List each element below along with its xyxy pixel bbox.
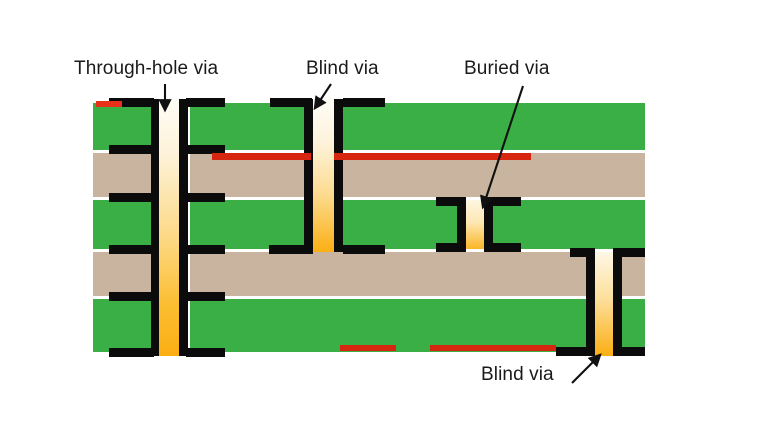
bvb-pad-l-top: [570, 248, 595, 257]
bvt-pad-l-bot: [269, 245, 313, 254]
thv-pad-l3-bot: [109, 245, 154, 254]
thv-pad-l5-bot: [109, 348, 154, 357]
leader-blind-via-top: [313, 83, 332, 111]
layer-4-main: [190, 252, 594, 296]
layer-3-left: [93, 200, 151, 249]
thv-wall-right: [179, 99, 188, 356]
layer-5-left: [93, 299, 151, 352]
trace-layer1-bottom: [212, 153, 311, 160]
buried-via-barrel: [465, 200, 484, 249]
label-buried-via: Buried via: [464, 58, 550, 79]
bvb-pad-l-bot: [556, 347, 595, 356]
layer-4-left: [93, 252, 151, 296]
bur-pad-l-top: [436, 197, 466, 206]
thv-pad-l5-top: [109, 292, 154, 301]
thv-pad-l3-top: [109, 193, 154, 202]
bur-wall-left: [457, 197, 466, 252]
leader-buried-via: [480, 85, 524, 210]
layer-stack-lower: [190, 252, 645, 352]
layer-3-mid-left: [190, 200, 312, 249]
layer-3-right-b: [484, 200, 645, 249]
through-hole-via-barrel: [158, 99, 179, 356]
thv-pad-r5-top: [186, 292, 225, 301]
thv-pad-r3-bot: [186, 245, 225, 254]
bvt-pad-r-bot: [343, 245, 385, 254]
bvb-wall-right: [613, 248, 622, 356]
bur-pad-l-bot: [436, 243, 466, 252]
layer-3-right-a: [334, 200, 465, 249]
thv-pad-l1-top: [109, 98, 154, 107]
bur-pad-r-top: [493, 197, 521, 206]
bur-pad-r-bot: [493, 243, 521, 252]
buried-via-plating: [436, 197, 521, 252]
leader-lines: [158, 83, 602, 384]
bvt-wall-left: [304, 99, 313, 252]
bvt-pad-r-top: [343, 98, 385, 107]
label-through-hole-via: Through-hole via: [74, 58, 219, 79]
trace-layer1-right: [334, 153, 531, 160]
trace-bottom-right: [430, 345, 556, 351]
blind-via-bottom-barrel: [594, 252, 614, 356]
layer-2-left: [93, 153, 151, 197]
bvb-pad-r-top: [621, 248, 645, 257]
layer-stack-mid-left: [190, 103, 312, 249]
thv-pad-r1-top: [186, 98, 225, 107]
bvt-pad-l-top: [270, 98, 312, 107]
thv-pad-r3-top: [186, 193, 225, 202]
thv-pad-r5-bot: [186, 348, 225, 357]
trace-top-left: [96, 101, 122, 107]
layer-1-left: [93, 103, 151, 150]
bvb-pad-r-bot: [613, 347, 645, 356]
blind-via-top-barrel: [312, 99, 334, 252]
bur-wall-right: [484, 197, 493, 252]
layer-stack-right-top: [334, 103, 645, 249]
trace-bottom-left: [340, 345, 396, 351]
copper-traces: [96, 101, 556, 351]
layer-5-main: [190, 299, 594, 352]
layer-1-right: [334, 103, 645, 150]
blind-via-bottom-plating: [556, 248, 645, 356]
bvb-wall-left: [586, 248, 595, 356]
through-hole-via-plating: [109, 98, 225, 357]
blind-via-top-plating: [269, 98, 385, 254]
bvt-wall-right: [334, 99, 343, 252]
thv-wall-left: [151, 99, 159, 356]
layer-stack-left: [93, 103, 151, 352]
label-blind-via-top: Blind via: [306, 58, 379, 79]
label-blind-via-bottom: Blind via: [481, 364, 554, 385]
thv-pad-r1-bot: [186, 145, 225, 154]
thv-pad-l1-bot: [109, 145, 154, 154]
layer-1-mid-left: [190, 103, 312, 150]
layer-2-mid-left: [190, 153, 312, 197]
leader-blind-via-bottom: [571, 353, 602, 384]
